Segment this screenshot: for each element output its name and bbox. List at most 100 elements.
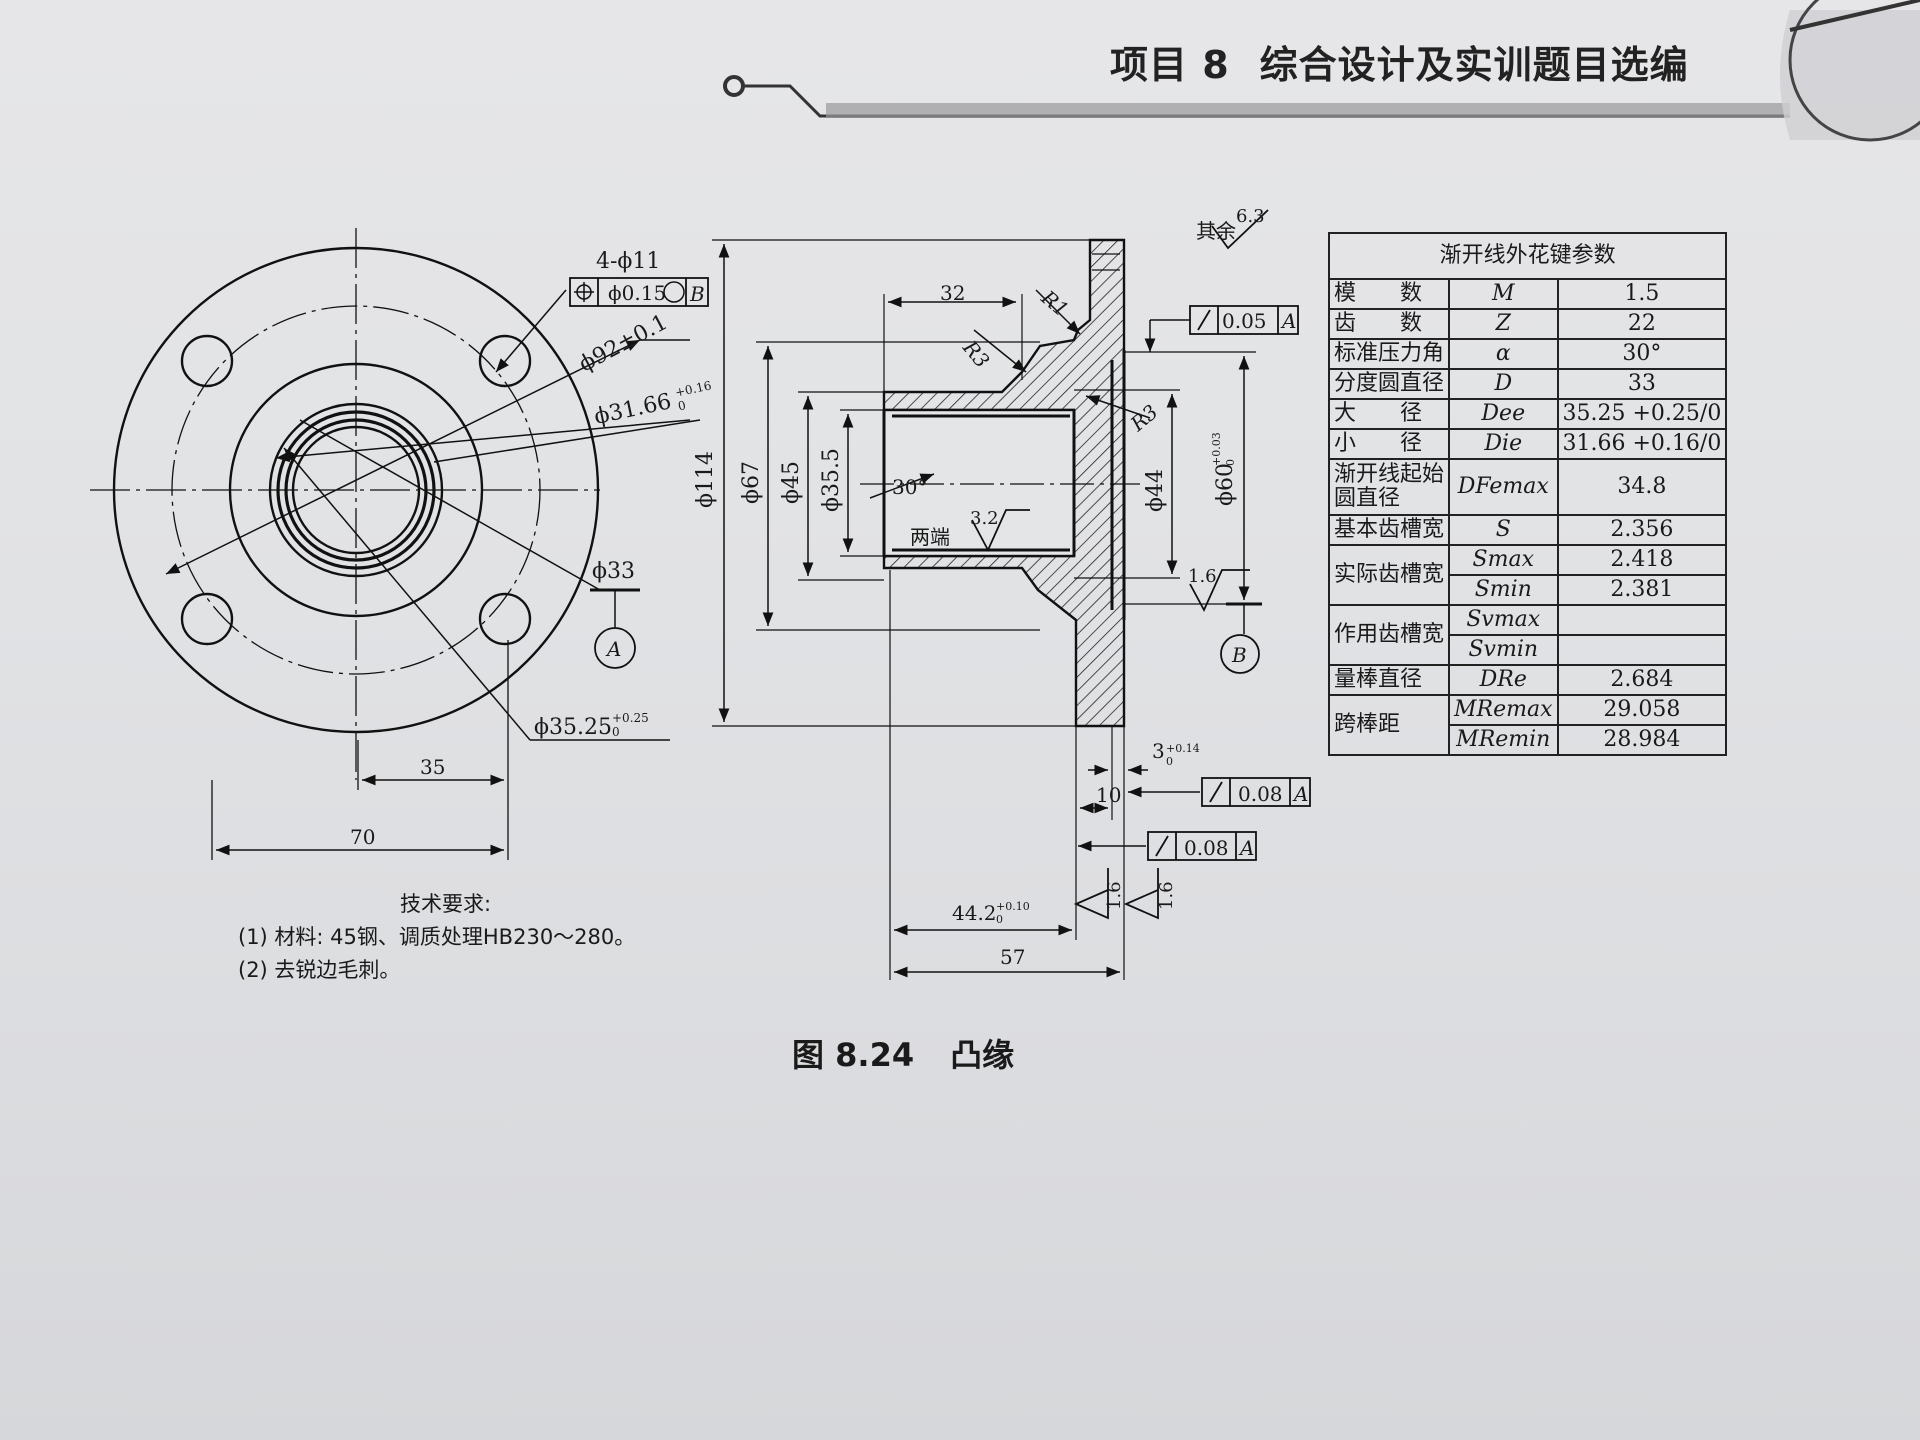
roughness-1-6-a: 1.6 [1188, 566, 1217, 587]
row-name: 基本齿槽宽 [1327, 514, 1451, 546]
row-name: 渐开线起始圆直径 [1327, 458, 1451, 516]
pitch-dia-label: ϕ33 [592, 559, 635, 584]
dia-45-label: ϕ45 [779, 461, 804, 504]
dia-67-label: ϕ67 [739, 461, 764, 504]
datum-b-label: B [1231, 643, 1247, 667]
datum-a-label: A [605, 637, 621, 661]
runout-3-value: 0.08 [1184, 836, 1229, 860]
technical-requirements: 技术要求: (1) 材料: 45钢、调质处理HB230～280。 (2) 去锐边… [238, 888, 635, 987]
minor-dia-tol-lower: 0 [677, 398, 687, 413]
dia-60-value: ϕ60 [1213, 463, 1238, 506]
dia-60-tol-upper: +0.03 [1210, 432, 1223, 466]
bolt-hole [180, 592, 234, 646]
row-symbol: Svmax [1448, 604, 1559, 636]
row-value: 29.058 [1556, 694, 1728, 726]
both-ends-label: 两端 [910, 525, 950, 549]
major-dia-tol-upper: +0.25 [612, 711, 649, 725]
row-symbol: Svmin [1448, 634, 1559, 666]
roughness-other-value: 6.3 [1236, 206, 1265, 227]
holes-label: 4-ϕ11 [596, 249, 660, 274]
row-value [1556, 634, 1728, 666]
row-value: 33 [1556, 368, 1728, 400]
pcd-label: ϕ92±0.1 [575, 310, 672, 377]
runout-1-datum: A [1280, 309, 1296, 333]
major-dia-value: ϕ35.25 [534, 715, 612, 740]
header-title: 综合设计及实训题目选编 [1259, 43, 1689, 87]
tech-title: 技术要求: [400, 892, 492, 916]
row-value: 35.25 +0.25/0 [1556, 398, 1728, 430]
dia-35-5-label: ϕ35.5 [819, 448, 844, 512]
row-name: 作用齿槽宽 [1327, 604, 1451, 666]
row-symbol: DFemax [1448, 458, 1559, 516]
dim-32: 32 [940, 281, 965, 305]
row-name: 分度圆直径 [1327, 368, 1451, 400]
r3-label-a: R3 [958, 335, 995, 372]
dim-3: 3 [1152, 739, 1165, 763]
row-symbol: Die [1448, 428, 1559, 460]
runout-1-value: 0.05 [1222, 309, 1267, 333]
row-value: 34.8 [1556, 458, 1728, 516]
dim-35: 35 [420, 755, 445, 779]
row-symbol: Dee [1448, 398, 1559, 430]
row-value: 30° [1556, 338, 1728, 370]
row-symbol: MRemax [1448, 694, 1559, 726]
row-value: 2.356 [1556, 514, 1728, 546]
tech-item-2: (2) 去锐边毛刺。 [238, 958, 401, 982]
row-value: 22 [1556, 308, 1728, 340]
roughness-3-2-value: 3.2 [970, 508, 999, 529]
minor-dia-value: ϕ31.66 [592, 389, 673, 430]
row-value: 2.418 [1556, 544, 1728, 576]
row-name: 跨棒距 [1327, 694, 1451, 756]
row-symbol: D [1448, 368, 1559, 400]
row-symbol: Smax [1448, 544, 1559, 576]
header-project: 项目 8 [1110, 43, 1230, 87]
dim-70: 70 [350, 825, 375, 849]
row-name: 大 径 [1327, 398, 1451, 430]
dia-44-label: ϕ44 [1143, 469, 1168, 512]
front-view [90, 228, 709, 860]
dim-10: 10 [1096, 783, 1121, 807]
row-symbol: DRe [1448, 664, 1559, 696]
row-symbol: M [1448, 278, 1559, 310]
figure-name: 凸缘 [950, 1036, 1015, 1074]
dia-60-dim: ϕ60 +0.03 0 [1210, 432, 1238, 506]
minor-dia-tol-upper: +0.16 [674, 378, 713, 399]
position-tol-value: ϕ0.15 [608, 281, 666, 305]
row-value [1556, 604, 1728, 636]
roughness-other-label: 其余 [1196, 219, 1236, 243]
row-value: 1.5 [1556, 278, 1728, 310]
dim-44-2-tol-upper: +0.10 [996, 900, 1030, 913]
page-header: 项目 8 综合设计及实训题目选编 [1110, 34, 1689, 89]
row-symbol: MRemin [1448, 724, 1559, 756]
row-symbol: α [1448, 338, 1559, 370]
runout-3-datum: A [1238, 836, 1254, 860]
row-symbol: Z [1448, 308, 1559, 340]
roughness-1-6-b: 1.6 [1104, 881, 1125, 910]
tech-item-1: (1) 材料: 45钢、调质处理HB230～280。 [238, 925, 636, 949]
r1-label: R1 [1036, 285, 1073, 322]
section-view-labels: 其余 6.3 32 R1 R3 R3 0.05 A ϕ114 ϕ67 ϕ45 ϕ… [693, 206, 1308, 969]
dim-3-tol-lower: 0 [1166, 755, 1173, 768]
row-name: 齿 数 [1327, 308, 1451, 340]
row-value: 28.984 [1556, 724, 1728, 756]
runout-2-value: 0.08 [1238, 782, 1283, 806]
figure-caption: 图 8.24 凸缘 [792, 1030, 1014, 1076]
figure-number: 图 8.24 [792, 1036, 915, 1074]
bolt-hole [478, 592, 532, 646]
r3-label-b: R3 [1125, 400, 1162, 437]
row-symbol: Smin [1448, 574, 1559, 606]
row-name: 标准压力角 [1327, 338, 1451, 370]
row-value: 31.66 +0.16/0 [1556, 428, 1728, 460]
